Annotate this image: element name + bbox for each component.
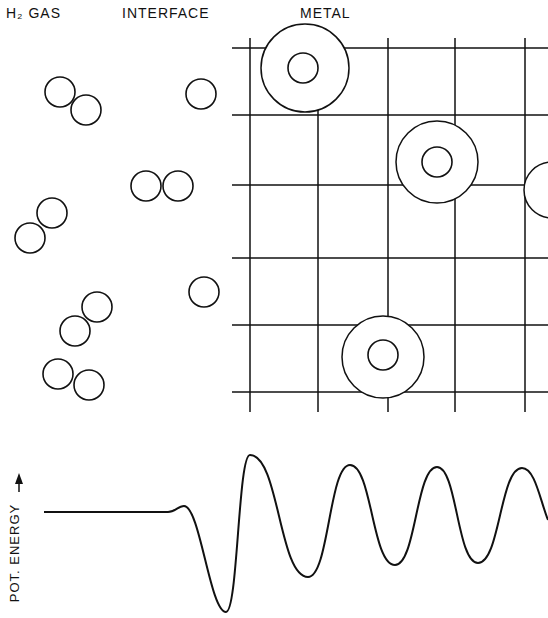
hydrogen-atom	[186, 79, 216, 109]
hydrogen-atom	[82, 292, 112, 322]
hydrogen-atom	[37, 198, 67, 228]
lattice-line	[454, 38, 456, 412]
lattice-distortions	[261, 24, 548, 398]
lattice-line	[387, 38, 389, 412]
hydrogen-atom	[45, 77, 75, 107]
region-label: INTERFACE	[122, 6, 210, 21]
distortion-ring	[342, 316, 424, 398]
lattice-line	[317, 38, 319, 412]
potential-energy-curve	[44, 455, 548, 612]
hydrogen-atom	[60, 316, 90, 346]
lattice-line	[232, 184, 548, 186]
hydrogen-atom	[288, 53, 318, 83]
hydrogen-atom	[163, 171, 193, 201]
hydrogen-atom	[368, 340, 398, 370]
lattice-line	[232, 47, 548, 49]
region-label: METAL	[300, 6, 351, 21]
region-label: H₂ GAS	[6, 6, 61, 21]
lattice-line	[249, 38, 251, 412]
lattice-line	[232, 257, 548, 259]
axis-arrowhead	[15, 473, 23, 484]
energy-axis	[15, 473, 23, 492]
distortion-ring	[261, 24, 349, 112]
gas-molecules	[15, 77, 219, 400]
distortion-ring	[524, 162, 548, 218]
lattice-line	[232, 114, 548, 116]
hydrogen-atom	[422, 147, 452, 177]
hydrogen-atom	[71, 95, 101, 125]
hydrogen-atom	[74, 370, 104, 400]
hydrogen-atom	[43, 359, 73, 389]
lattice-line	[232, 391, 548, 393]
lattice-line	[232, 324, 548, 326]
hydrogen-atom	[131, 171, 161, 201]
lattice-line	[524, 38, 526, 412]
hydrogen-atom	[15, 223, 45, 253]
metal-lattice	[232, 38, 548, 412]
dissolved-atoms	[288, 53, 452, 370]
distortion-ring	[396, 121, 478, 203]
axis-label: POT. ENERGY	[8, 504, 22, 602]
hydrogen-atom	[189, 277, 219, 307]
